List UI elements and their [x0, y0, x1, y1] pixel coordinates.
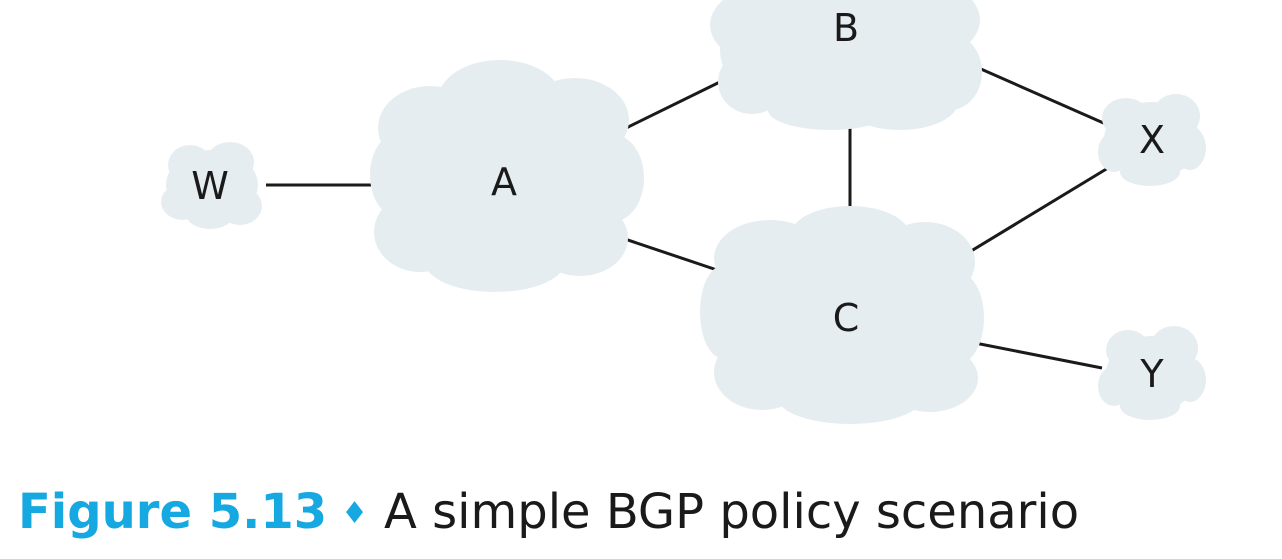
cloud-b — [710, 0, 982, 130]
cloud-c — [700, 206, 984, 424]
node-label-x: X — [1139, 118, 1165, 162]
figure-title: A simple BGP policy scenario — [384, 484, 1080, 540]
cloud-y — [1098, 326, 1206, 420]
links — [266, 60, 1109, 370]
cloud-w — [161, 142, 262, 229]
diamond-icon: ♦ — [341, 496, 369, 531]
link-a-c — [612, 233, 718, 272]
node-label-y: Y — [1139, 352, 1164, 396]
figure-caption: Figure 5.13 ♦ A simple BGP policy scenario — [18, 472, 1079, 552]
link-a-b — [621, 76, 729, 132]
node-label-b: B — [833, 6, 859, 50]
cloud-x — [1098, 94, 1206, 186]
node-label-w: W — [191, 164, 229, 208]
node-label-c: C — [833, 296, 860, 340]
link-b-x — [964, 60, 1109, 127]
network-diagram: W A B C X Y — [161, 0, 1206, 424]
node-label-a: A — [491, 160, 517, 204]
link-c-x — [952, 166, 1109, 264]
cloud-a — [370, 60, 644, 292]
link-c-y — [969, 340, 1103, 370]
figure-number: Figure 5.13 — [18, 484, 328, 540]
